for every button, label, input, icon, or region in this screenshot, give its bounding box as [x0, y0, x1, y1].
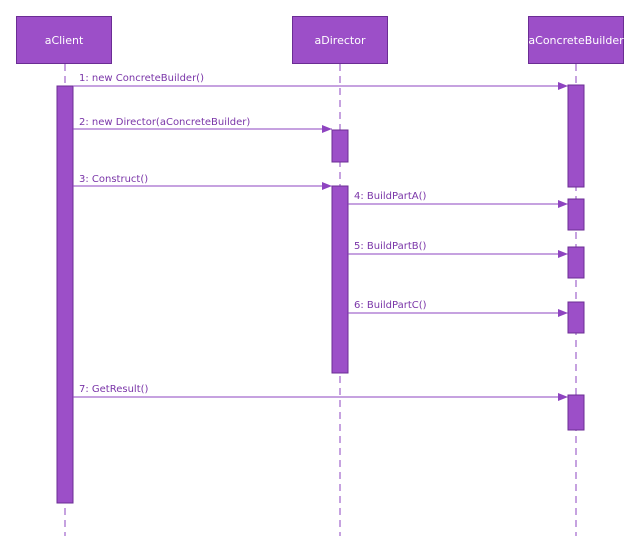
message-label-3: 3: Construct()	[79, 174, 148, 185]
message-label-4: 4: BuildPartA()	[354, 191, 426, 202]
lifeline-header-builder: aConcreteBuilder	[528, 16, 624, 64]
activation-client	[56, 85, 74, 504]
lifeline-name: aClient	[44, 33, 84, 47]
activation-director-1	[331, 129, 349, 163]
message-label-7: 7: GetResult()	[79, 384, 149, 395]
activation-builder-4	[567, 301, 585, 334]
lifeline-name: aDirector	[314, 33, 366, 47]
activation-builder-1	[567, 84, 585, 188]
lifeline-name: aConcreteBuilder	[528, 33, 624, 47]
message-label-1: 1: new ConcreteBuilder()	[79, 73, 204, 84]
lifeline-header-client: aClient	[16, 16, 112, 64]
activation-builder-3	[567, 246, 585, 279]
lifeline-header-director: aDirector	[292, 16, 388, 64]
message-label-2: 2: new Director(aConcreteBuilder)	[79, 117, 250, 128]
activation-builder-2	[567, 198, 585, 231]
message-label-5: 5: BuildPartB()	[354, 241, 427, 252]
activation-director-2	[331, 185, 349, 374]
message-label-6: 6: BuildPartC()	[354, 300, 427, 311]
activation-builder-5	[567, 394, 585, 431]
